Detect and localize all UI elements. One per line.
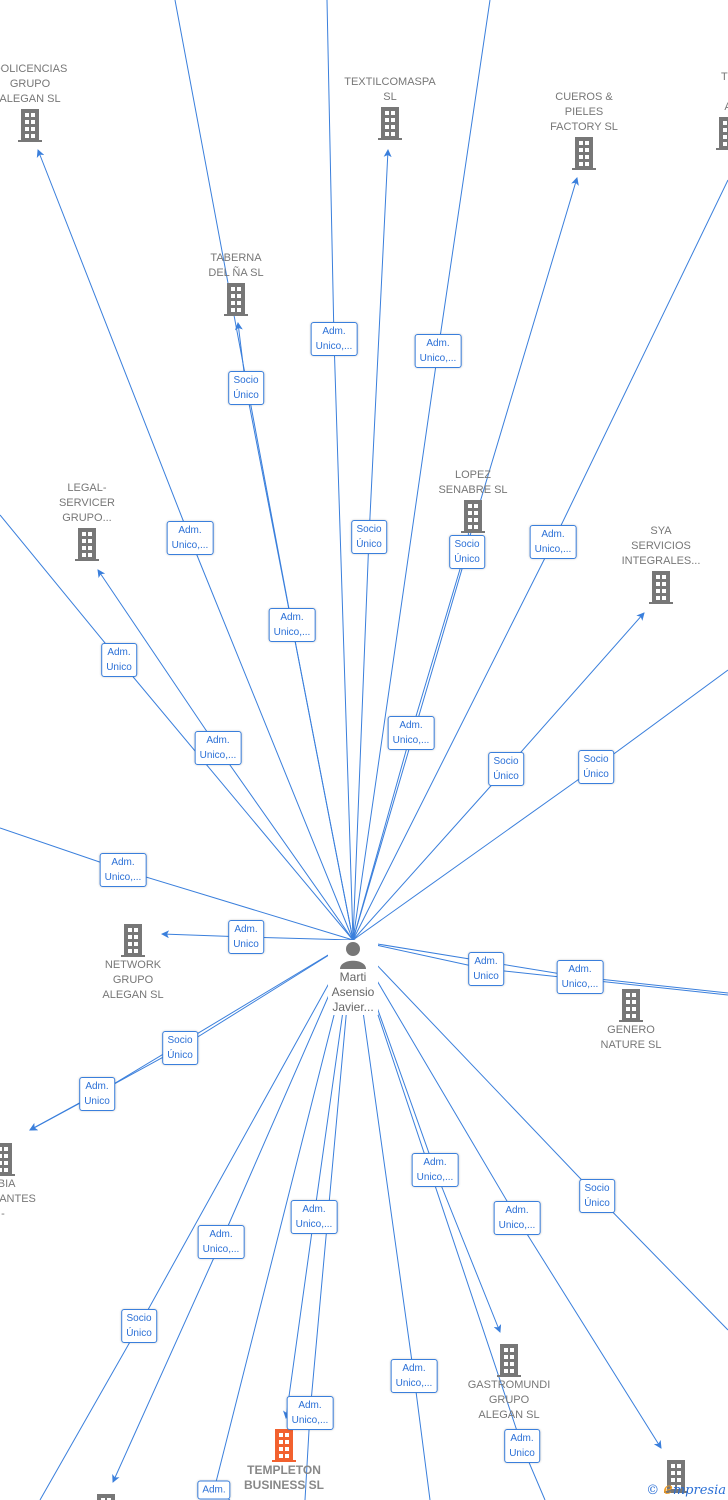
- relationship-label[interactable]: Adm. Unico,...: [493, 1201, 541, 1235]
- company-node[interactable]: SYA SERVICIOS INTEGRALES...: [596, 524, 726, 605]
- relationship-label[interactable]: Adm. Unico: [101, 643, 137, 677]
- building-icon: [18, 109, 42, 142]
- building-icon: [497, 1344, 521, 1377]
- company-name: CUEROS & PIELES FACTORY SL: [550, 91, 618, 133]
- relationship-label[interactable]: Adm. Unico,...: [166, 521, 214, 555]
- company-node[interactable]: NETWORK GRUPO ALEGAN SL: [68, 922, 198, 1003]
- company-node[interactable]: TABERNA DEL ÑA SL: [171, 251, 301, 317]
- company-node[interactable]: [41, 1492, 171, 1500]
- relationship-label[interactable]: Adm. Unico,...: [310, 322, 358, 356]
- empresia-logo: © empresia: [646, 1479, 726, 1498]
- building-icon: [0, 1143, 15, 1176]
- building-icon: [572, 137, 596, 170]
- company-name: TABERNA DEL ÑA SL: [208, 252, 264, 279]
- relationship-edge: [174, 0, 354, 941]
- relationship-edge: [326, 0, 354, 941]
- relationship-label[interactable]: Socio Único: [488, 752, 524, 786]
- person-name: Marti Asensio Javier...: [331, 970, 375, 1014]
- company-name: ABIA TAURANTES -: [0, 1178, 36, 1220]
- company-node[interactable]: TE A: [663, 70, 728, 151]
- person-node[interactable]: Marti Asensio Javier...: [328, 940, 378, 1015]
- relationship-label[interactable]: Adm. Unico,...: [411, 1153, 459, 1187]
- company-node[interactable]: DOLICENCIAS GRUPO ALEGAN SL: [0, 62, 95, 143]
- company-node[interactable]: LEGAL- SERVICER GRUPO...: [22, 481, 152, 562]
- relationship-edge: [352, 669, 728, 941]
- building-icon: [461, 500, 485, 533]
- relationship-label[interactable]: Socio Único: [351, 520, 387, 554]
- company-node[interactable]: GASTROMUNDI GRUPO ALEGAN SL: [444, 1342, 574, 1423]
- building-icon: [649, 571, 673, 604]
- relationship-label[interactable]: Adm. Unico,...: [556, 960, 604, 994]
- building-icon: [619, 989, 643, 1022]
- company-name: TE A: [720, 71, 728, 113]
- building-icon: [716, 117, 728, 150]
- person-icon: [340, 942, 366, 969]
- relationship-label[interactable]: Adm.: [197, 1480, 231, 1500]
- building-icon: [75, 528, 99, 561]
- relationship-edge: [352, 939, 431, 1500]
- company-name: NETWORK GRUPO ALEGAN SL: [102, 959, 164, 1001]
- company-name: GASTROMUNDI GRUPO ALEGAN SL: [467, 1379, 551, 1421]
- building-icon: [224, 283, 248, 316]
- relationship-label[interactable]: Adm. Unico,...: [99, 853, 147, 887]
- company-node[interactable]: TEMPLETON BUSINESS SL: [219, 1427, 349, 1493]
- relationship-label[interactable]: Adm. Unico,...: [268, 608, 316, 642]
- company-node[interactable]: [611, 1458, 728, 1494]
- relationship-label[interactable]: Adm. Unico: [79, 1077, 115, 1111]
- relationship-label[interactable]: Adm. Unico,...: [290, 1200, 338, 1234]
- relationship-label[interactable]: Socio Único: [449, 535, 485, 569]
- relationship-label[interactable]: Socio Único: [121, 1309, 157, 1343]
- relationship-label[interactable]: Adm. Unico: [468, 952, 504, 986]
- relationship-label[interactable]: Adm. Unico,...: [197, 1225, 245, 1259]
- company-node[interactable]: GENERO NATURE SL: [566, 987, 696, 1053]
- relationship-label[interactable]: Socio Único: [228, 371, 264, 405]
- relationship-label[interactable]: Adm. Unico,...: [194, 731, 242, 765]
- company-name: TEXTILCOMASPA SL: [344, 76, 436, 103]
- relationship-label[interactable]: Adm. Unico,...: [529, 525, 577, 559]
- building-icon: [121, 924, 145, 957]
- relationship-label[interactable]: Socio Único: [579, 1179, 615, 1213]
- company-node[interactable]: TEXTILCOMASPA SL: [325, 75, 455, 141]
- relationship-label[interactable]: Adm. Unico,...: [390, 1359, 438, 1393]
- company-name: SYA SERVICIOS INTEGRALES...: [621, 525, 701, 567]
- company-name: LOPEZ SENABRE SL: [438, 469, 508, 496]
- building-icon: [272, 1429, 296, 1462]
- relationship-label[interactable]: Socio Único: [162, 1031, 198, 1065]
- relationship-label[interactable]: Adm. Unico,...: [286, 1396, 334, 1430]
- relationship-label[interactable]: Adm. Unico,...: [387, 716, 435, 750]
- company-name: GENERO NATURE SL: [600, 1024, 662, 1051]
- relationship-edge: [352, 939, 728, 994]
- relationship-label[interactable]: Socio Único: [578, 750, 614, 784]
- relationship-label[interactable]: Adm. Unico,...: [414, 334, 462, 368]
- company-node[interactable]: LOPEZ SENABRE SL: [408, 468, 538, 534]
- relationship-label[interactable]: Adm. Unico: [504, 1429, 540, 1463]
- company-node[interactable]: ABIA TAURANTES -: [0, 1141, 68, 1222]
- building-icon: [664, 1460, 688, 1493]
- company-name: TEMPLETON BUSINESS SL: [243, 1463, 324, 1492]
- company-node[interactable]: CUEROS & PIELES FACTORY SL: [519, 90, 649, 171]
- building-icon: [378, 107, 402, 140]
- company-name: LEGAL- SERVICER GRUPO...: [58, 482, 116, 524]
- relationship-label[interactable]: Adm. Unico: [228, 920, 264, 954]
- relationship-edge: [0, 514, 354, 941]
- building-icon: [97, 1494, 115, 1500]
- company-name: DOLICENCIAS GRUPO ALEGAN SL: [0, 63, 68, 105]
